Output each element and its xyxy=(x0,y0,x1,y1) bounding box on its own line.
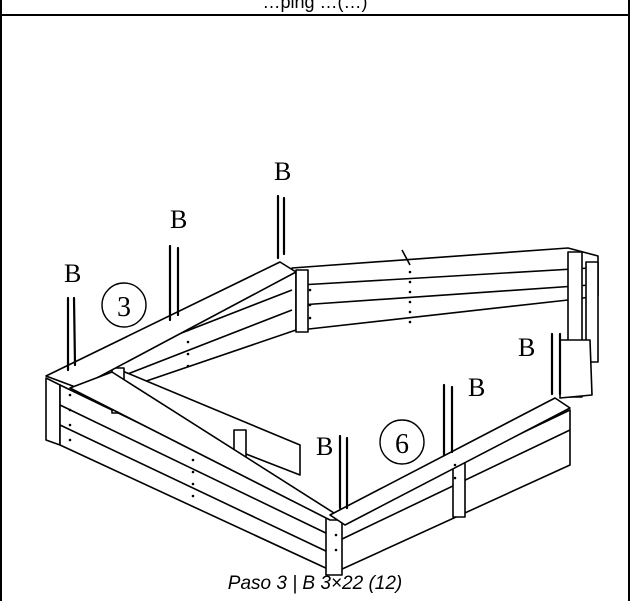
step-caption: Paso 3 | B 3×22 (12) xyxy=(227,573,403,594)
step-circle-3: 3 xyxy=(101,282,147,328)
header-cut-text: …ping …(…) xyxy=(262,0,368,12)
screw-label: B xyxy=(64,259,81,288)
screw-label: B xyxy=(274,157,291,186)
screw-label: B xyxy=(518,333,535,362)
screw-label: B xyxy=(316,432,333,461)
step-number-3: 3 xyxy=(117,292,131,323)
screw-holes xyxy=(68,270,457,552)
screw-label: B xyxy=(170,205,187,234)
step-number-6: 6 xyxy=(395,429,409,460)
step-circle-6: 6 xyxy=(379,419,425,465)
sandbox-frame xyxy=(45,247,599,576)
screws xyxy=(66,194,562,510)
screw-label: B xyxy=(468,373,485,402)
